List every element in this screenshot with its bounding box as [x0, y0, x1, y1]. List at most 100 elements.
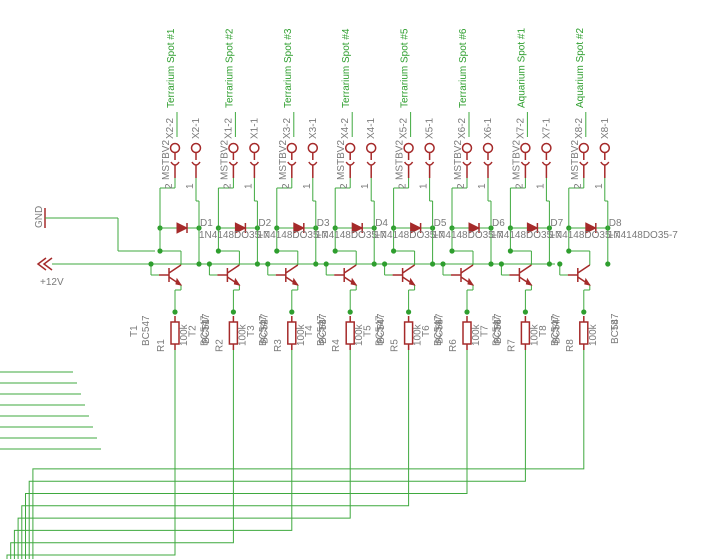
connector-value-label: MSTBV2	[219, 140, 230, 180]
pin-number-label: 2	[164, 183, 175, 189]
connector-pin-label: X2-2	[165, 117, 176, 139]
junction-dot	[265, 261, 271, 267]
pin-number-label: 1	[243, 183, 254, 189]
junction-dot	[323, 261, 329, 267]
connector-pin-icon	[365, 142, 377, 154]
resistor-ref-label: R8	[565, 339, 576, 352]
diode-value-label: 1N4148DO35-7	[433, 230, 503, 241]
junction-dot	[406, 309, 412, 315]
connector-pin-icon	[424, 142, 435, 154]
diode-value-label: 1N4148DO35-7	[199, 230, 269, 241]
junction-dot	[522, 309, 529, 315]
diode-ref-label: D6	[492, 218, 505, 229]
connector-value-label: MSTBV2	[161, 140, 172, 180]
diode-ref-label: D2	[258, 218, 271, 229]
connector-cup-icon	[366, 161, 376, 166]
transistor-collector	[577, 264, 591, 274]
connector-cup-icon	[483, 161, 493, 166]
junction-dot	[371, 261, 377, 267]
junction-dot	[546, 261, 553, 267]
net-label: Terrarium Spot #2	[224, 28, 235, 108]
diode-value-label: 1N4148DO35-7	[316, 230, 386, 241]
connector-pin-label: X1-2	[223, 117, 234, 139]
transistor-value-label: BC547	[259, 313, 270, 344]
transistor-collector	[518, 264, 532, 274]
connector-cup-icon	[403, 161, 414, 166]
connector-pin-icon	[249, 142, 260, 154]
transistor-arrow-icon	[467, 277, 475, 286]
vcc-label: +12V	[40, 277, 64, 288]
net-label: Terrarium Spot #4	[341, 28, 352, 108]
transistor-arrow-icon	[525, 277, 533, 286]
transistor-value-label: BC547	[201, 313, 212, 344]
control-wire	[28, 350, 526, 559]
resistor-icon	[462, 321, 472, 345]
junction-dot	[230, 309, 236, 315]
junction-dot	[464, 309, 470, 315]
wire-layer	[0, 112, 611, 559]
transistor-ref-label: T8	[538, 325, 549, 337]
connector-value-label: MSTBV2	[511, 140, 522, 180]
connector-pin-icon	[520, 142, 531, 154]
resistor-value-label: 100k	[237, 323, 248, 346]
pin-number-label: 2	[398, 183, 409, 189]
transistor-value-label: BC547	[141, 315, 152, 346]
connector-pin-icon	[403, 142, 414, 154]
connector-value-label: MSTBV2	[336, 140, 347, 180]
resistor-value-label: 100k	[413, 323, 424, 346]
connector-cup-icon	[520, 161, 531, 166]
transistor-collector	[343, 264, 357, 274]
junction-dot	[449, 248, 455, 254]
junction-dot	[313, 261, 319, 267]
connector-cup-icon	[191, 161, 201, 166]
transistor-arrow-icon	[409, 277, 416, 286]
connector-cup-icon	[424, 161, 435, 166]
resistor-icon	[579, 321, 589, 345]
connector-cup-icon	[249, 161, 260, 166]
resistor-value-label: 100k	[588, 323, 599, 346]
junction-dot	[581, 309, 587, 315]
transistor-value-label: BC547	[318, 313, 329, 344]
transistor-ref-label: T6	[421, 325, 432, 337]
connector-pin-label: X4-2	[340, 117, 351, 139]
transistor-value-label: BC547	[551, 313, 562, 344]
transistor-ref-label: T2	[187, 325, 198, 337]
pin-number-label: 1	[594, 183, 605, 189]
junction-dot	[498, 261, 504, 267]
connector-value-label: MSTBV2	[278, 140, 289, 180]
diode-ref-label: D7	[550, 218, 563, 229]
diode-ref-label: D5	[434, 218, 447, 229]
transistor-collector	[168, 264, 182, 274]
junction-dot	[206, 261, 212, 267]
transistor-ref-label: T4	[376, 319, 387, 331]
transistor-collector	[402, 264, 416, 274]
pin-number-label: 1	[535, 183, 546, 189]
resistor-ref-label: R6	[448, 339, 459, 352]
control-wire	[6, 350, 176, 559]
junction-dot	[382, 261, 388, 267]
connector-pin-icon	[599, 142, 611, 154]
connector-pin-label: X6-2	[457, 117, 468, 139]
resistor-ref-label: R2	[214, 339, 225, 352]
connector-pin-label: X5-1	[425, 117, 436, 139]
transistor-value-label: BC547	[375, 315, 386, 346]
junction-dot	[254, 261, 260, 267]
connector-pin-label: X6-1	[483, 117, 494, 139]
junction-dot	[605, 261, 611, 267]
resistor-icon	[403, 321, 414, 345]
transistor-collector	[285, 264, 299, 274]
transistor-ref-label: T4	[304, 325, 315, 337]
transistor-value-label: BC547	[199, 315, 210, 346]
control-wire	[10, 350, 234, 559]
pin-number-label: 2	[222, 183, 233, 189]
junction-dot	[148, 261, 154, 267]
control-wire	[17, 350, 351, 559]
connector-pin-label: X7-2	[515, 117, 526, 139]
transistor-value-label: BC547	[491, 315, 502, 346]
pin-number-label: 1	[360, 183, 371, 189]
resistor-value-label: 100k	[354, 323, 365, 346]
transistor-ref-label: T1	[201, 319, 212, 331]
pin-number-label: 2	[281, 183, 292, 189]
connector-pin-label: X1-1	[249, 117, 260, 139]
transistor-ref-label: T3	[246, 325, 257, 337]
